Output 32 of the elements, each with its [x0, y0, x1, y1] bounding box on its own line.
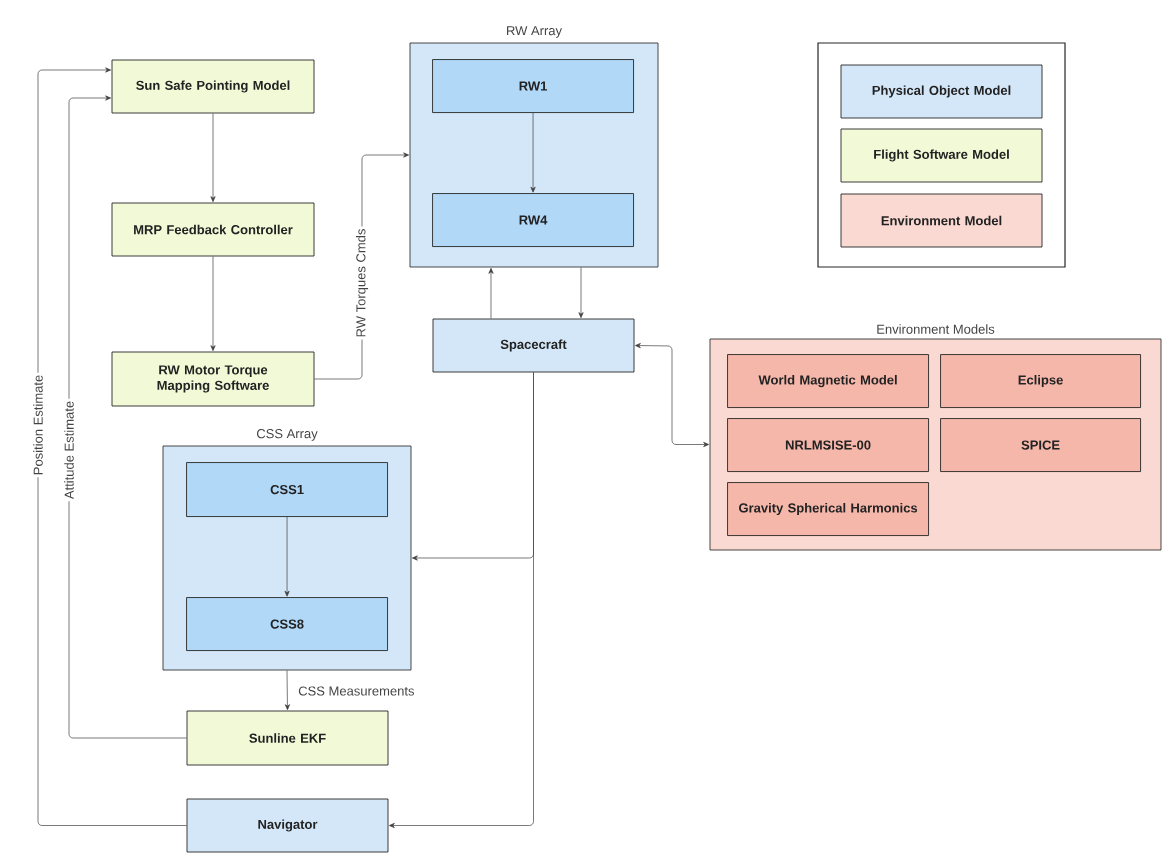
edge-label: CSS Measurements — [296, 684, 417, 698]
process-box: RW1 — [432, 59, 634, 113]
arrow — [284, 670, 290, 710]
group-title: RW Array — [507, 26, 562, 38]
arrow — [389, 372, 534, 829]
process-box: NRLMSISE-00 — [727, 418, 929, 472]
arrow — [488, 268, 494, 319]
process-box: Eclipse — [940, 354, 1141, 408]
arrow — [284, 516, 290, 597]
edge-label: Position Estimate — [31, 372, 45, 478]
process-box: Sunline EKF — [186, 710, 389, 766]
arrow — [530, 112, 536, 193]
arrow — [210, 113, 216, 202]
edge-label: RW Torques Cmds — [353, 226, 371, 340]
arrow — [37, 67, 187, 826]
group-title: CSS Array — [256, 429, 318, 441]
process-box: SPICE — [940, 418, 1141, 472]
arrow — [578, 267, 584, 319]
process-box: CSS1 — [186, 462, 388, 517]
edge-label: Attitude Estimate — [62, 398, 76, 502]
arrow — [635, 343, 709, 448]
process-box: Navigator — [186, 798, 389, 853]
process-box: CSS8 — [186, 597, 388, 651]
process-box: Spacecraft — [432, 318, 635, 373]
arrow — [210, 256, 216, 352]
process-box: RW Motor Torque Mapping Software — [111, 351, 315, 407]
process-box: RW4 — [432, 193, 634, 247]
process-box: Sun Safe Pointing Model — [111, 59, 315, 114]
process-box: Gravity Spherical Harmonics — [727, 482, 929, 536]
process-box: MRP Feedback Controller — [111, 202, 315, 257]
process-box: World Magnetic Model — [727, 354, 929, 408]
group-title: Environment Models — [877, 324, 995, 334]
